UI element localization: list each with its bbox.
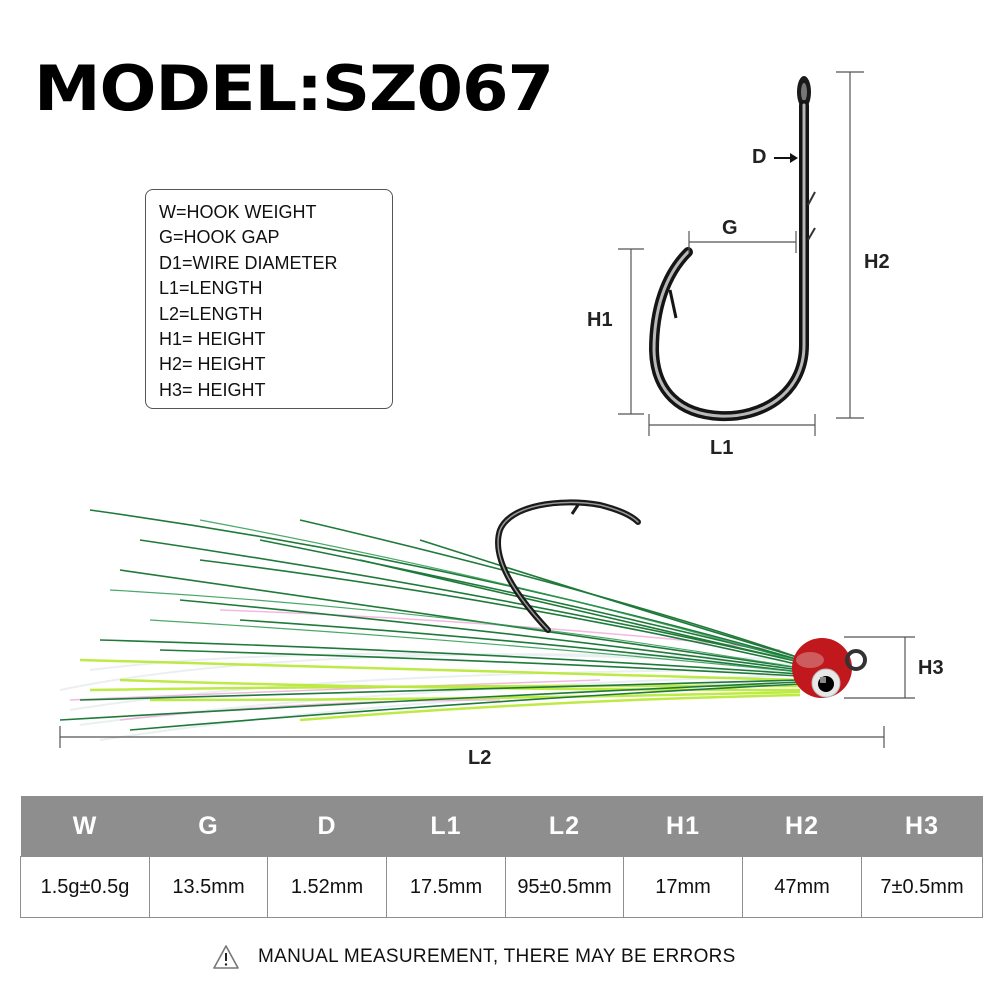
legend-item-l2: L2=LENGTH	[159, 303, 263, 324]
label-h2: H2	[864, 251, 890, 273]
value-d: 1.52mm	[267, 856, 387, 918]
header-g: G	[149, 796, 268, 857]
arrow-right-icon	[774, 153, 798, 163]
legend-item-g: G=HOOK GAP	[159, 227, 280, 248]
header-h1: H1	[623, 796, 743, 857]
lure-diagram	[59, 499, 915, 748]
value-g: 13.5mm	[149, 856, 268, 918]
header-d: D	[267, 796, 387, 857]
value-h3: 7±0.5mm	[861, 856, 983, 918]
header-h3: H3	[861, 796, 983, 857]
legend-item-h1: H1= HEIGHT	[159, 329, 266, 350]
hook-icon	[648, 76, 816, 422]
notice-text: MANUAL MEASUREMENT, THERE MAY BE ERRORS	[258, 946, 736, 967]
measurement-notice: MANUAL MEASUREMENT, THERE MAY BE ERRORS	[212, 944, 736, 970]
label-l1: L1	[710, 437, 734, 459]
header-l2: L2	[505, 796, 624, 857]
legend-item-w: W=HOOK WEIGHT	[159, 202, 317, 222]
legend-item-d1: D1=WIRE DIAMETER	[159, 252, 338, 273]
header-l1: L1	[386, 796, 506, 857]
value-l1: 17.5mm	[386, 856, 506, 918]
dimension-legend: W=HOOK WEIGHT G=HOOK GAP D1=WIRE DIAMETE…	[145, 189, 393, 409]
spec-table: W G D L1 L2 H1 H2 H3 1.5g±0.5g 13.5mm 1.…	[20, 796, 983, 918]
label-g: G	[722, 217, 738, 239]
legend-item-l1: L1=LENGTH	[159, 278, 263, 299]
value-l2: 95±0.5mm	[505, 856, 624, 918]
table-header-row: W G D L1 L2 H1 H2 H3	[20, 796, 983, 857]
bucktail-jig-icon	[59, 499, 867, 741]
warning-triangle-icon	[213, 945, 239, 969]
label-h3: H3	[918, 657, 944, 679]
table-row: 1.5g±0.5g 13.5mm 1.52mm 17.5mm 95±0.5mm …	[20, 856, 983, 918]
label-l2: L2	[468, 747, 492, 769]
value-h2: 47mm	[742, 856, 862, 918]
hook-diagram	[618, 71, 864, 436]
header-h2: H2	[742, 796, 862, 857]
legend-item-h3: H3= HEIGHT	[159, 379, 266, 400]
header-w: W	[20, 796, 150, 857]
model-title: MODEL:SZ067	[34, 52, 554, 125]
label-d: D	[752, 146, 767, 168]
value-w: 1.5g±0.5g	[20, 856, 150, 918]
legend-item-h2: H2= HEIGHT	[159, 354, 266, 375]
value-h1: 17mm	[623, 856, 743, 918]
label-h1: H1	[587, 309, 613, 331]
